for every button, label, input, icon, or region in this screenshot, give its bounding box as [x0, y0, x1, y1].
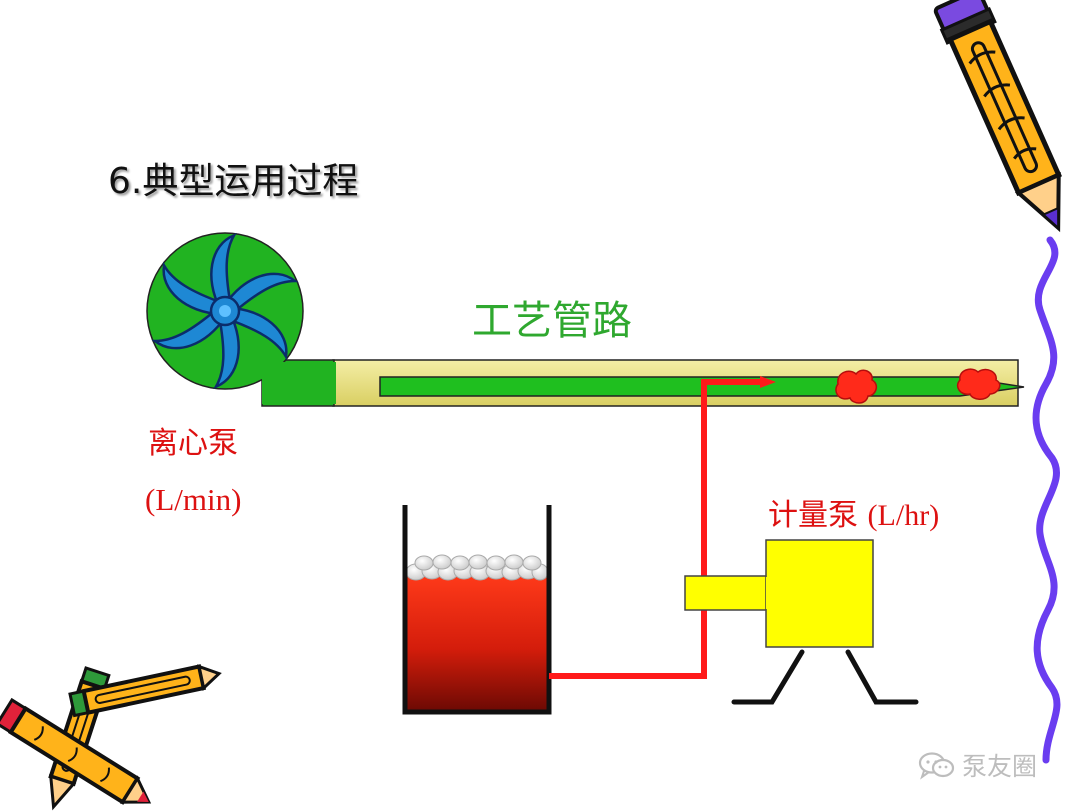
tank-wall: [402, 505, 552, 715]
watermark-text: 泵友圈: [962, 752, 1038, 781]
metering-pump-label: 计量泵 (L/hr): [768, 490, 939, 534]
page-title: 6.典型运用过程: [108, 161, 359, 202]
dye-blob: [835, 369, 878, 404]
dye-blob: [956, 368, 1001, 400]
metering-pump-name: 计量泵: [768, 498, 858, 533]
centrifugal-pump-label: 离心泵: [148, 426, 238, 461]
centrifugal-pump: [146, 232, 336, 407]
metering-pump: [684, 539, 919, 705]
crossed-pencils-icon: [0, 664, 222, 811]
wechat-icon: [918, 752, 955, 780]
wavy-border-line: [1032, 236, 1061, 764]
chemical-tank: [402, 505, 552, 715]
injection-line: [549, 379, 764, 679]
pump-stand: [731, 649, 919, 705]
metering-pump-unit: (L/hr): [867, 499, 940, 532]
pipe-label: 工艺管路: [472, 298, 632, 344]
arrow-head-icon: [760, 376, 776, 388]
pencil-icon: [933, 0, 1063, 233]
impeller-icon: [151, 232, 299, 390]
tank-foam: [405, 554, 549, 581]
tank-liquid: [407, 574, 547, 710]
watermark: 泵友圈: [918, 747, 1037, 783]
centrifugal-pump-unit: (L/min): [145, 482, 242, 517]
